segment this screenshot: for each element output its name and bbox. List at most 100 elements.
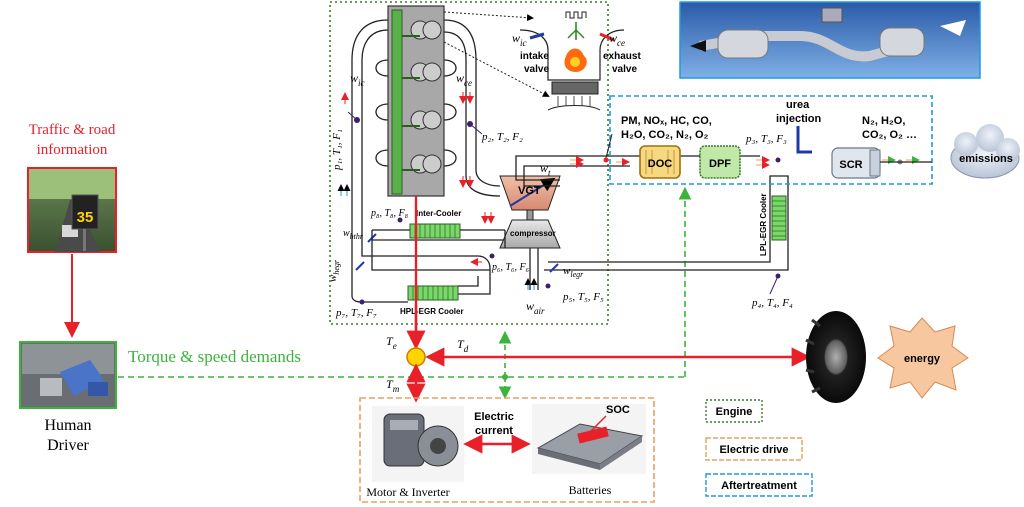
pollutants-pointer xyxy=(605,133,613,159)
scr-catalyst xyxy=(831,147,881,179)
p6-label: p₆, T₆, F₆ xyxy=(491,262,530,273)
intake-valve-label-2: valve xyxy=(524,64,549,75)
w-ce-top-label: wce xyxy=(609,31,625,48)
scr-output-line2: CO₂, O₂ … xyxy=(862,129,917,141)
pollutants-line2: H₂O, CO₂, N₂, O₂ xyxy=(621,129,709,141)
p7-label: p₇, T₇, F₇ xyxy=(335,307,377,319)
exhaust-flow-arrows xyxy=(570,156,920,169)
p5-label: p₅, T₅, F₅ xyxy=(562,291,604,303)
w-air-label: wair xyxy=(526,299,545,316)
p6-sensor xyxy=(489,253,495,259)
hpl-egr-cooler xyxy=(407,285,459,301)
legend-aftertreatment-box xyxy=(705,473,813,497)
soc-label: SOC xyxy=(606,404,630,416)
p4-pointer xyxy=(769,275,779,295)
motor-label: Motor & Inverter xyxy=(366,485,449,499)
exhaust-system-photo xyxy=(679,1,981,79)
turbo-shaft xyxy=(526,209,534,221)
intake-manifold xyxy=(351,19,389,190)
w-ce-label: wce xyxy=(456,71,472,88)
p7-sensor xyxy=(359,299,365,305)
driver-label-line1: Human xyxy=(44,417,91,434)
p3-label: p₃, T₃, F₃ xyxy=(745,133,787,145)
compressor xyxy=(499,219,561,249)
energy-star xyxy=(877,317,969,399)
lpl-label: LPL-EGR Cooler xyxy=(759,193,768,256)
detail-pointer-bottom xyxy=(443,41,550,97)
td-label: Td xyxy=(457,337,469,354)
legend-aftertreatment: Aftertreatment xyxy=(721,480,797,492)
driver-photo xyxy=(19,341,117,409)
compressor-label: compressor xyxy=(510,229,556,238)
driver-label-line2: Driver xyxy=(47,437,89,454)
traffic-title-line2: information xyxy=(37,142,108,158)
emissions-cloud xyxy=(950,124,1020,179)
legend-electric: Electric drive xyxy=(719,444,788,456)
vgt-turbine xyxy=(499,175,561,211)
vgt-label: VGT xyxy=(518,185,541,197)
urea-label-2: injection xyxy=(776,113,822,125)
hpl-label: HPL-EGR Cooler xyxy=(400,307,464,316)
p8-label: p₈, T₈, F₈ xyxy=(370,208,409,219)
flow-arrows-red xyxy=(341,92,495,266)
energy-label: energy xyxy=(904,353,941,365)
hegr-valve xyxy=(355,261,365,271)
engine-block xyxy=(387,5,445,197)
p4-label: p₄, T₄, F₄ xyxy=(751,297,793,309)
motor-inverter-photo xyxy=(372,406,464,482)
demand-label: Torque & speed demands xyxy=(128,347,301,366)
traffic-photo: 35 xyxy=(27,167,117,253)
p5-sensor xyxy=(545,283,551,289)
exhaust-manifold xyxy=(443,19,501,197)
torque-coupler xyxy=(406,347,426,367)
w-hegr-label: whegr xyxy=(327,259,341,282)
p2-label: p₂, T₂, F₂ xyxy=(481,131,523,143)
tire xyxy=(805,311,866,403)
te-label: Te xyxy=(386,334,397,351)
urea-injector xyxy=(796,126,812,154)
current-label-line2: current xyxy=(475,425,513,437)
scr-label: SCR xyxy=(839,159,862,171)
w-ic-top-label: wic xyxy=(512,31,527,48)
exhaust-valve-label-2: valve xyxy=(612,64,637,75)
p1-label: p₁, T₁, F₁ xyxy=(331,129,343,171)
intercooler-label: Inter-Cooler xyxy=(416,209,461,218)
hpl-egr-loop xyxy=(351,190,491,303)
detail-pointer-top xyxy=(443,11,534,22)
tm-label: Tm xyxy=(386,377,400,394)
dpf-filter xyxy=(699,145,741,179)
demand-junction xyxy=(502,374,508,380)
flow-arrows-blue xyxy=(337,184,538,290)
legend-electric-box xyxy=(705,437,803,461)
intake-valve-label-1: intake xyxy=(520,51,549,62)
pollutants-dot xyxy=(603,157,609,163)
scr-output-line1: N₂, H₂O, xyxy=(862,115,905,127)
doc-label: DOC xyxy=(648,158,673,170)
dpf-label: DPF xyxy=(709,158,731,170)
emissions-label: emissions xyxy=(959,153,1013,165)
lpl-egr-cooler xyxy=(771,195,787,241)
w-ic-label: wic xyxy=(350,71,365,88)
speed-sign-value: 35 xyxy=(77,209,94,226)
current-label-line1: Electric xyxy=(474,411,514,423)
legend-engine-box xyxy=(705,399,763,423)
battery-photo xyxy=(532,404,646,474)
doc-catalyst xyxy=(639,145,681,179)
valve-detail xyxy=(519,11,625,111)
battery-label: Batteries xyxy=(569,483,612,497)
intercooler xyxy=(409,223,461,239)
traffic-title-line1: Traffic & road xyxy=(29,122,116,138)
pollutants-line1: PM, NOₓ, HC, CO, xyxy=(621,115,712,127)
p8-sensor xyxy=(397,217,403,223)
w-t-label: wt xyxy=(540,161,551,178)
w-hthr-label: whthr xyxy=(343,228,364,241)
legend-engine: Engine xyxy=(716,406,753,418)
soc-pointer xyxy=(589,415,607,433)
legr-valve xyxy=(549,263,559,273)
exhaust-valve-label-1: exhaust xyxy=(603,51,641,62)
electric-drive-box xyxy=(359,397,655,503)
urea-label-1: urea xyxy=(786,99,810,111)
w-legr-label: wlegr xyxy=(563,265,584,279)
